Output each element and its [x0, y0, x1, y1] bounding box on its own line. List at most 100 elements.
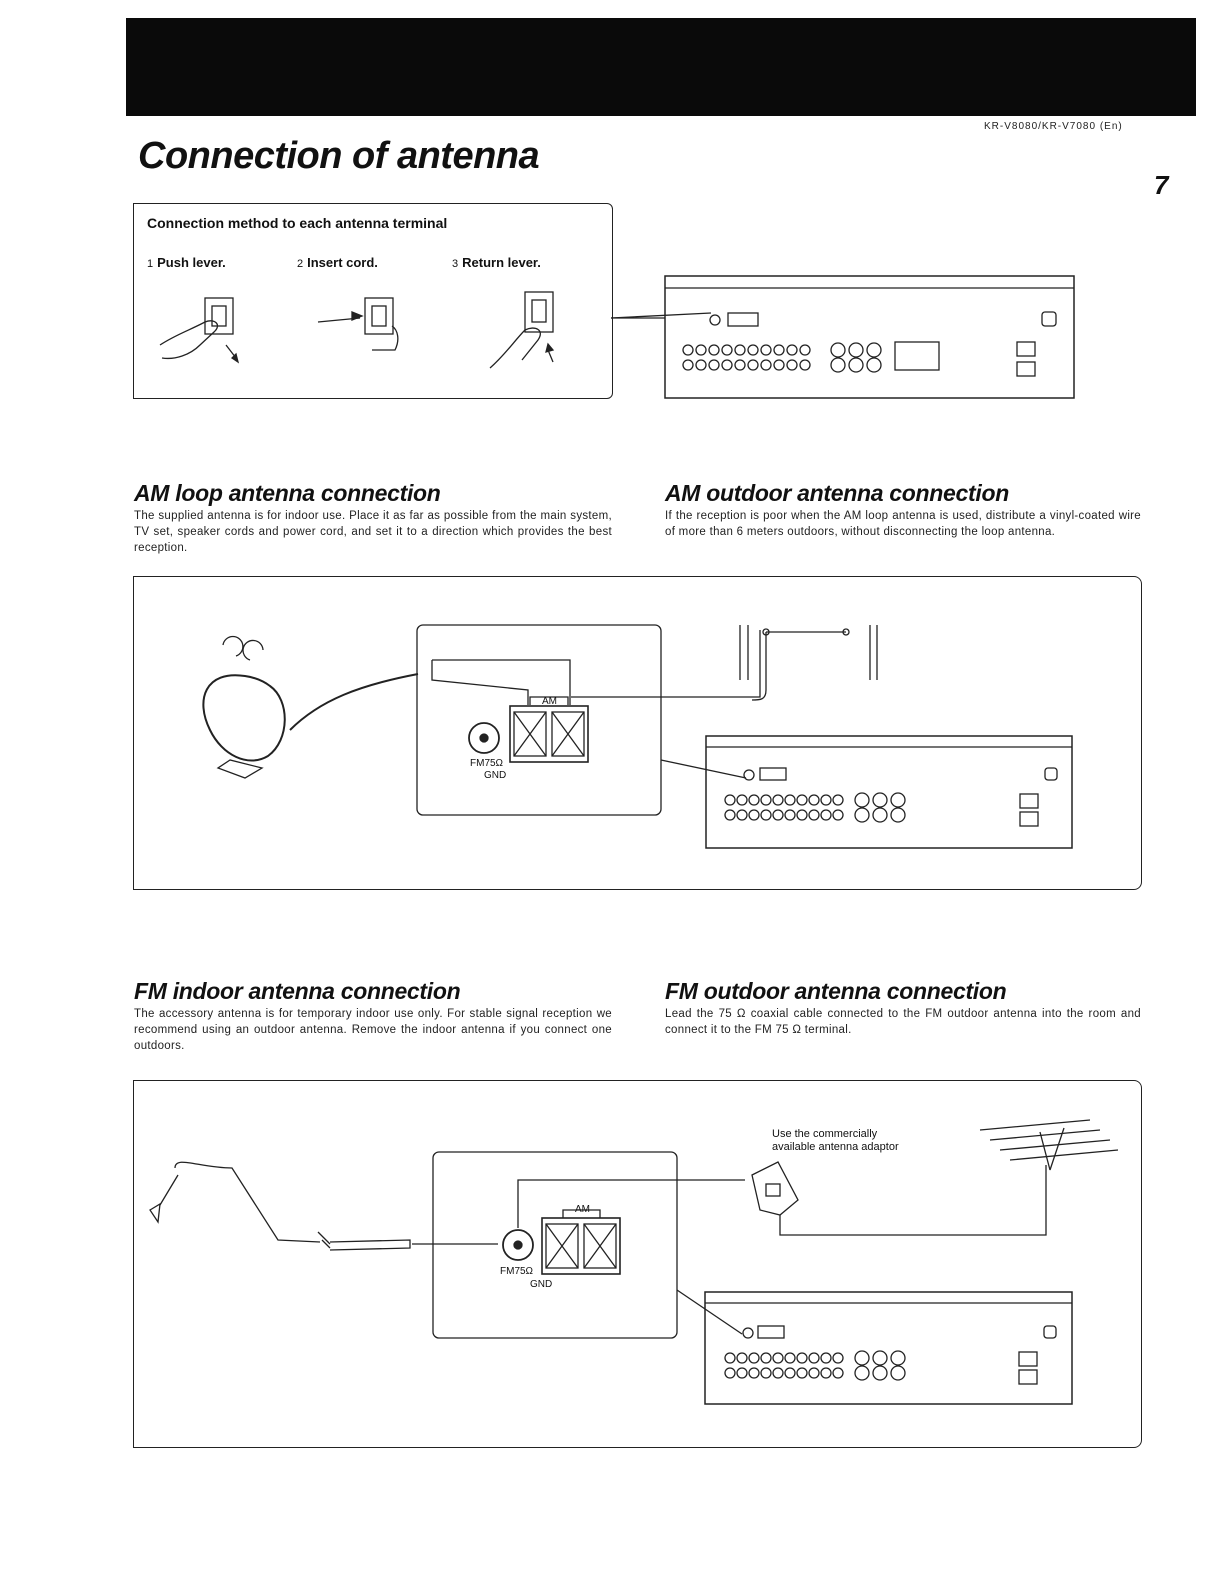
- jack-icon: [854, 807, 870, 823]
- am-loop-heading: AM loop antenna connection: [134, 480, 441, 506]
- fm-terminal-label-fm: FM75Ω: [500, 1266, 534, 1277]
- jack-icon: [748, 794, 760, 806]
- jack-icon: [848, 342, 864, 358]
- receiver-rear-panel-fm: [676, 1289, 1073, 1405]
- jack-icon: [772, 809, 784, 821]
- jack-icon: [872, 1365, 888, 1381]
- jack-icon: [682, 344, 694, 356]
- jack-icon: [760, 794, 772, 806]
- jack-icon: [784, 794, 796, 806]
- jack-icon: [808, 1367, 820, 1379]
- jack-icon: [724, 1367, 736, 1379]
- receiver-rear-panel-top: [610, 275, 1075, 399]
- am-diagram-frame: [133, 576, 1142, 890]
- model-code: KR-V8080/KR-V7080 (En): [984, 121, 1123, 132]
- receiver-rear-panel-am: [660, 735, 1073, 849]
- jack-icon: [760, 809, 772, 821]
- header-band: [126, 18, 1196, 116]
- terminal-inset-am: [416, 624, 761, 816]
- jack-icon: [832, 809, 844, 821]
- jack-icon: [830, 342, 846, 358]
- am-loop-antenna-icon: [202, 635, 419, 779]
- hand-push-lever-icon: [159, 297, 240, 364]
- outdoor-wire-antenna-icon: [739, 625, 878, 701]
- jack-icon: [799, 359, 811, 371]
- jack-icon: [786, 344, 798, 356]
- jack-icon: [820, 1367, 832, 1379]
- jack-icon: [772, 794, 784, 806]
- jack-icon: [695, 359, 707, 371]
- jack-icon: [724, 794, 736, 806]
- jack-icon: [784, 1352, 796, 1364]
- jack-icon: [890, 1365, 906, 1381]
- jack-icon: [890, 1350, 906, 1366]
- jack-icon: [872, 792, 888, 808]
- jack-icon: [890, 807, 906, 823]
- jack-icon: [796, 1352, 808, 1364]
- jack-icon: [799, 344, 811, 356]
- am-terminal-label-fm: AM: [575, 1204, 590, 1215]
- fm-diagram-frame: [133, 1080, 1142, 1448]
- am-terminal-label: AM: [542, 696, 557, 707]
- jack-icon: [736, 809, 748, 821]
- fm-outdoor-text: Lead the 75 Ω coaxial cable connected to…: [665, 1008, 1141, 1036]
- jack-icon: [772, 1352, 784, 1364]
- jack-icon: [848, 357, 864, 373]
- am-outdoor-text: If the reception is poor when the AM loo…: [665, 510, 1141, 538]
- connection-method-panel: [133, 203, 613, 399]
- jack-icon: [760, 359, 772, 371]
- jack-icon: [736, 794, 748, 806]
- jack-icon: [820, 809, 832, 821]
- jack-icon: [808, 809, 820, 821]
- jack-icon: [772, 1367, 784, 1379]
- terminal-inset-fm: [432, 1151, 745, 1339]
- page-title: Connection of antenna: [138, 135, 540, 177]
- jack-icon: [760, 1367, 772, 1379]
- jack-icon: [796, 809, 808, 821]
- jack-icon: [872, 807, 888, 823]
- jack-icon: [796, 1367, 808, 1379]
- jack-icon: [830, 357, 846, 373]
- jack-icon: [784, 809, 796, 821]
- antenna-adaptor-icon: [751, 1161, 1047, 1236]
- jack-icon: [784, 1367, 796, 1379]
- jack-icon: [748, 1352, 760, 1364]
- jack-icon: [682, 359, 694, 371]
- jack-icon: [748, 809, 760, 821]
- jack-icon: [820, 794, 832, 806]
- jack-icon: [724, 1352, 736, 1364]
- gnd-terminal-label: GND: [484, 770, 507, 781]
- jack-icon: [736, 1352, 748, 1364]
- jack-icon: [854, 1365, 870, 1381]
- jack-icon: [748, 1367, 760, 1379]
- hand-return-lever-icon: [489, 291, 555, 369]
- jack-icon: [724, 809, 736, 821]
- jack-icon: [854, 1350, 870, 1366]
- jack-icon: [832, 1352, 844, 1364]
- am-loop-text: The supplied antenna is for indoor use. …: [134, 510, 612, 554]
- fm-outdoor-antenna-icon: [979, 1119, 1119, 1171]
- page-number: 7: [1154, 170, 1169, 200]
- fm-outdoor-heading: FM outdoor antenna connection: [665, 978, 1007, 1004]
- jack-icon: [721, 359, 733, 371]
- connection-method-title: Connection method to each antenna termin…: [147, 215, 448, 231]
- jack-icon: [796, 794, 808, 806]
- jack-icon: [760, 1352, 772, 1364]
- fm-indoor-heading: FM indoor antenna connection: [134, 978, 461, 1004]
- jack-icon: [890, 792, 906, 808]
- jack-icon: [820, 1352, 832, 1364]
- jack-icon: [786, 359, 798, 371]
- jack-icon: [747, 344, 759, 356]
- gnd-terminal-label-fm: GND: [530, 1279, 553, 1290]
- jack-icon: [708, 359, 720, 371]
- jack-icon: [773, 344, 785, 356]
- jack-icon: [721, 344, 733, 356]
- jack-icon: [734, 359, 746, 371]
- jack-icon: [832, 1367, 844, 1379]
- jack-icon: [808, 1352, 820, 1364]
- jack-icon: [736, 1367, 748, 1379]
